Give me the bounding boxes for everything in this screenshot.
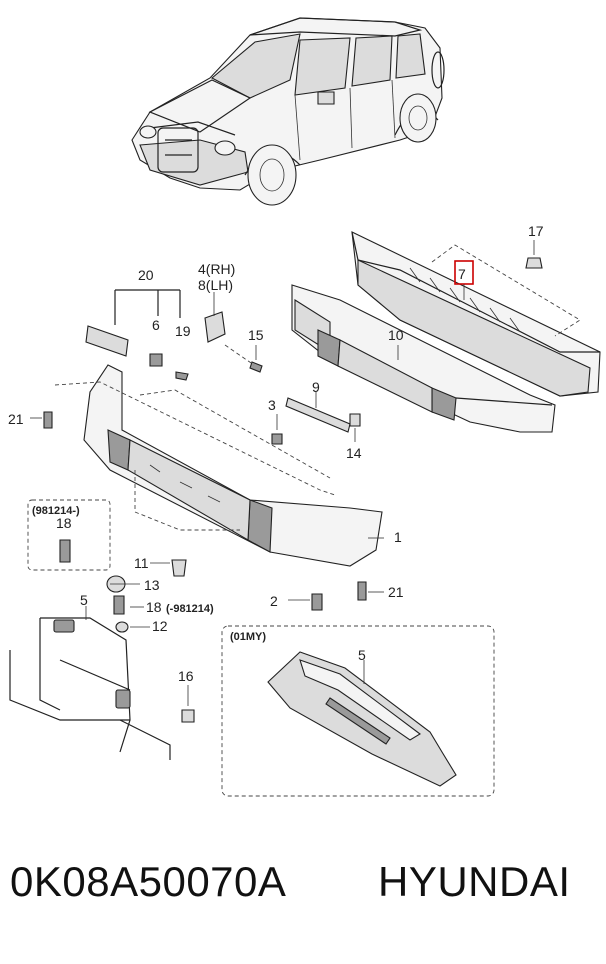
callout-16: 16 [178,668,194,684]
callout-18-inset: 18 [56,515,72,531]
callout-5-right: 5 [358,647,366,663]
part-4-8-bracket [204,292,226,343]
callout-9: 9 [312,379,320,395]
callout-21-right: 21 [388,584,404,600]
inset-left-header: (981214-) [32,505,80,517]
part-5-guard [9,606,171,760]
callout-8: 8(LH) [198,277,233,293]
footer: 0K08A50070A HYUNDAI [0,858,606,928]
callout-2: 2 [270,593,278,609]
part-11-clip [150,559,187,577]
callout-18-note: (-981214) [166,603,214,615]
inset-right-header: (01MY) [230,631,266,643]
part-3-bolt [271,414,283,445]
part-15-bolt [224,344,263,373]
inset-left-frame [27,499,111,571]
callout-6: 6 [152,317,160,333]
callout-1: 1 [394,529,402,545]
part-7-bumper-upper [351,231,601,397]
callout-3: 3 [268,397,276,413]
part-21-bolt-left [30,411,53,429]
callout-4: 4(RH) [198,261,235,277]
callout-7: 7 [458,266,466,282]
part-17-clip [525,240,543,269]
callout-20: 20 [138,267,154,283]
part-9-bracket [285,392,351,433]
part-18-bolt [113,595,125,615]
part-1-bumper [54,364,383,567]
inset-right-frame [221,625,495,797]
part-20-bracket [85,289,189,381]
part-10-absorber [291,284,556,433]
callout-21-left: 21 [8,411,24,427]
callout-15: 15 [248,327,264,343]
part-16-nut [181,685,195,723]
callout-5-left: 5 [80,592,88,608]
callout-14: 14 [346,445,362,461]
part-21-bolt-right [357,581,384,601]
part-2-screw [288,593,323,611]
vehicle-illustration [131,17,445,206]
callout-17: 17 [528,223,544,239]
callout-11: 11 [134,555,149,571]
part-14-nut [349,413,361,442]
callout-18: 18 [146,599,162,615]
brand-name: HYUNDAI [378,858,571,905]
part-number: 0K08A50070A [10,858,287,905]
callout-13: 13 [144,577,160,593]
callout-19: 19 [175,323,191,339]
callout-12: 12 [152,618,168,634]
callout-10: 10 [388,327,404,343]
part-12-washer [115,621,129,633]
